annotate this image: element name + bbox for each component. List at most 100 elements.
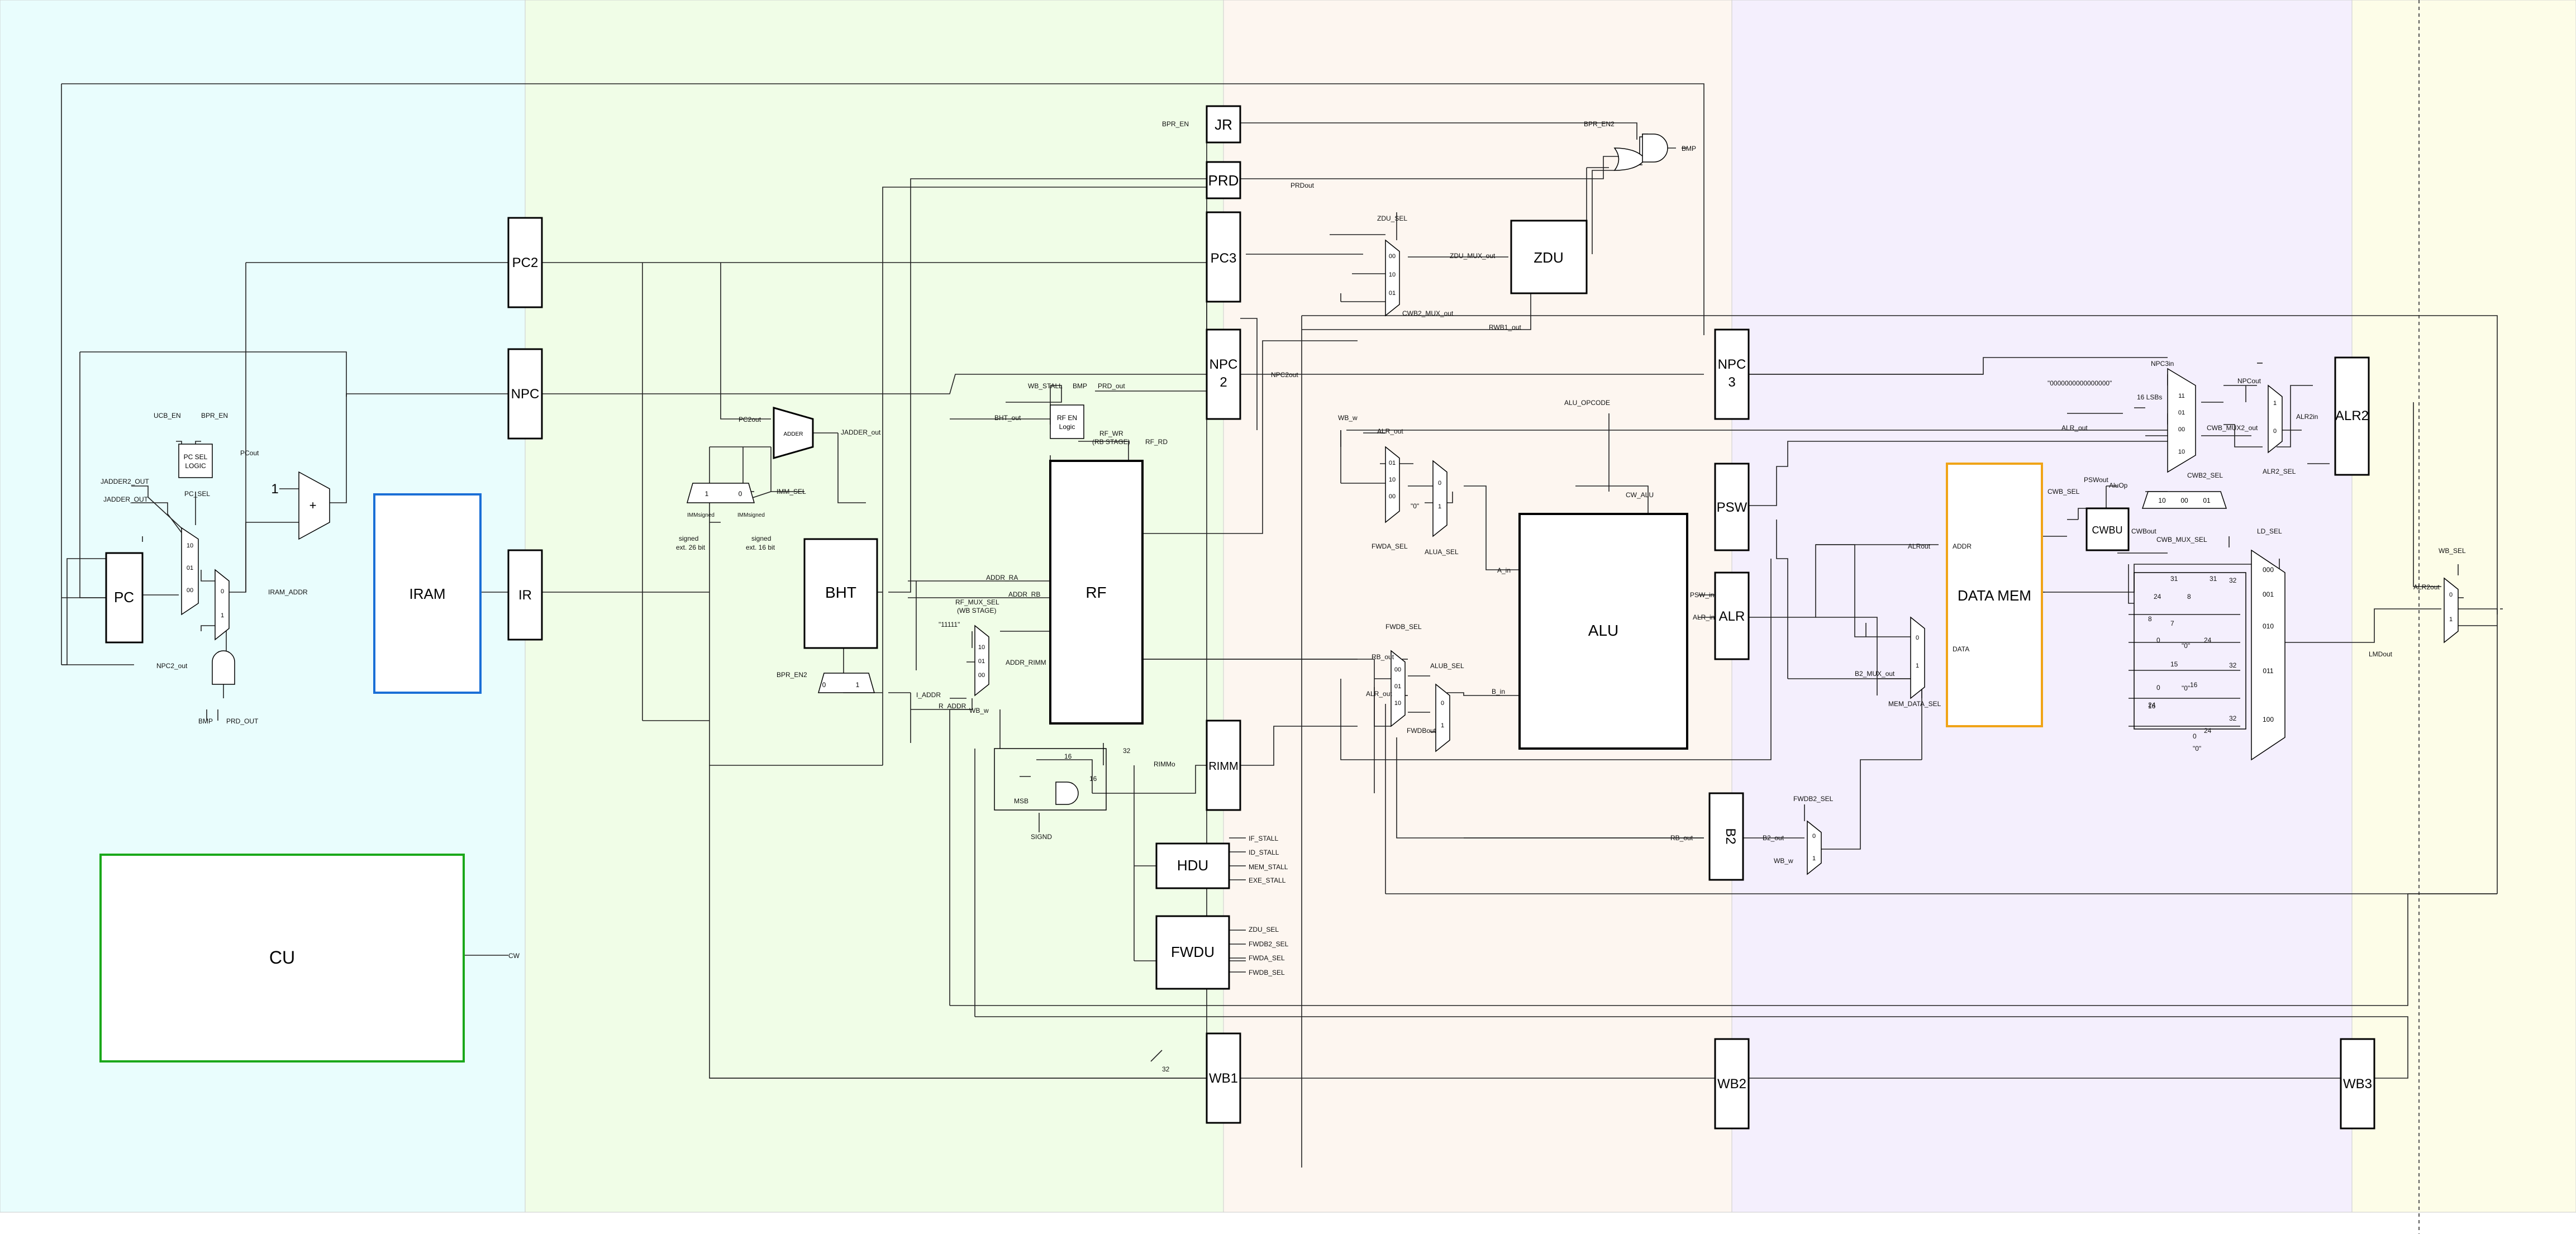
bht-mux [818,673,875,693]
bht-block [803,538,878,649]
svg-text:1: 1 [1812,855,1816,862]
svg-text:1: 1 [1916,663,1919,669]
psw-label: PSW [1717,500,1748,515]
label-d31: 31 [2170,575,2178,583]
label-fwdb-sel: FWDB_SEL [1249,969,1285,976]
svg-text:10: 10 [2158,497,2166,504]
label-lsbs: 16 LSBs [2137,393,2162,401]
and-gate-bmp [212,650,235,685]
wb3-register [2340,1038,2375,1130]
label-d16: 16 [2190,681,2198,689]
ir-label: IR [518,588,532,603]
b2-label: B2 [1723,828,1738,844]
label-npc2-out: NPC2_out [156,662,188,670]
alu-label: ALU [1588,622,1618,639]
svg-text:0: 0 [1441,700,1444,707]
label-npcout: NPCout [2237,377,2261,385]
fwdb-mux [1391,650,1406,727]
cwbu-block [2085,507,2130,551]
pc-adder-one: 1 [271,482,278,497]
wb2-label: WB2 [1717,1076,1746,1092]
svg-text:01: 01 [1394,683,1401,690]
svg-text:1: 1 [2273,400,2277,407]
label-npc2-out2: NPC2out [1271,371,1298,379]
svg-text:01: 01 [2203,497,2211,504]
cu-label: CU [269,947,295,968]
svg-text:1: 1 [856,681,860,689]
label-alr-out2: ALR_out [1366,690,1392,698]
label-w16: 16 [1064,752,1072,760]
bht-label: BHT [825,584,856,601]
fwdu-label: FWDU [1171,944,1215,960]
label-prd-out: PRD_OUT [226,717,259,725]
label-data: DATA [1953,645,1969,653]
jump-adder-label: ADDER [783,431,803,437]
rf-en-logic-label-a: RF EN [1057,414,1077,422]
wb3-label: WB3 [2343,1076,2372,1092]
label-a-in: A_in [1497,566,1511,574]
svg-text:10: 10 [1394,700,1401,707]
prd-label: PRD [1208,172,1239,189]
label-msb: MSB [1014,797,1029,805]
svg-text:1: 1 [1438,503,1441,510]
svg-text:01: 01 [187,565,193,571]
sign-ext-group [994,748,1107,811]
label-pswout: PSWout [2084,476,2108,484]
svg-text:1: 1 [1441,722,1444,729]
wb-sel-mux [2444,577,2459,644]
label-cw-alu: CW_ALU [1626,491,1654,499]
cwb-mux [2141,491,2227,509]
label-d24c: 24 [2204,727,2212,735]
svg-text:011: 011 [2263,667,2273,675]
label-bmp2: BMP [1073,382,1087,390]
label-rf-mux-sel-b: (WB STAGE) [957,607,996,614]
label-d32c: 32 [2229,714,2237,722]
label-alr2out: ALR2out [2413,583,2440,591]
label-cwbout: CWBout [2131,527,2156,535]
iram-addr-mux [215,569,230,641]
label-bpr-en3: BPR_EN [1162,120,1189,128]
rf-en-logic-block [1050,404,1084,439]
label-fwdb2-sel: FWDB2_SEL [1249,940,1289,948]
svg-text:10: 10 [2178,449,2185,455]
label-signed16-b: ext. 16 bit [746,544,775,551]
signal-labels: UCB_EN BPR_EN JADDER2_OUT JADDER_OUT PC_… [101,120,2466,1073]
svg-text:00: 00 [978,672,985,679]
label-wb-sel: WB_SEL [2439,547,2466,555]
ld-extend-group [2134,572,2246,730]
label-fwda-sel2: FWDA_SEL [1372,542,1408,550]
svg-text:00: 00 [2180,497,2188,504]
pc-sel-logic-label-a: PC SEL [184,453,208,461]
label-ld-sel: LD_SEL [2257,527,2282,535]
label-signed16-a: signed [751,535,771,542]
label-bmp3: BMP [1682,145,1696,153]
svg-text:1: 1 [705,490,709,498]
pc-register [105,552,144,644]
label-alub-sel: ALUB_SEL [1430,662,1464,670]
data-mem-label: DATA MEM [1958,587,2031,604]
label-cwb2-sel: CWB2_SEL [2187,471,2223,479]
pc-label: PC [114,589,134,606]
label-b2-mux-out: B2_MUX_out [1855,670,1895,678]
label-alua-sel: ALUA_SEL [1425,548,1459,556]
pc-adder [298,471,330,540]
hdu-label: HDU [1177,857,1208,874]
label-jadder-out: JADDER_OUT [103,495,149,503]
label-if-stall: IF_STALL [1249,835,1278,842]
rimm-register [1206,720,1241,811]
label-b2-out: B2_out [1763,834,1784,842]
label-signd: SIGND [1031,833,1052,841]
label-z0: 0 [2156,636,2160,644]
alua-mux [1432,460,1447,537]
cwbu-label: CWBU [2092,525,2123,536]
rimm-label: RIMM [1208,760,1238,773]
pc-sel-logic-block [178,444,213,478]
b2-register [1708,792,1744,881]
label-rwb1-out: RWB1_out [1489,323,1521,331]
label-zdu-sel: ZDU_SEL [1249,926,1279,933]
label-alr-out: ALR_out [1377,427,1403,435]
label-bmp: BMP [198,717,213,725]
label-iram-addr: IRAM_ADDR [268,588,308,596]
label-d15: 15 [2170,660,2178,668]
svg-text:11: 11 [2178,393,2184,399]
